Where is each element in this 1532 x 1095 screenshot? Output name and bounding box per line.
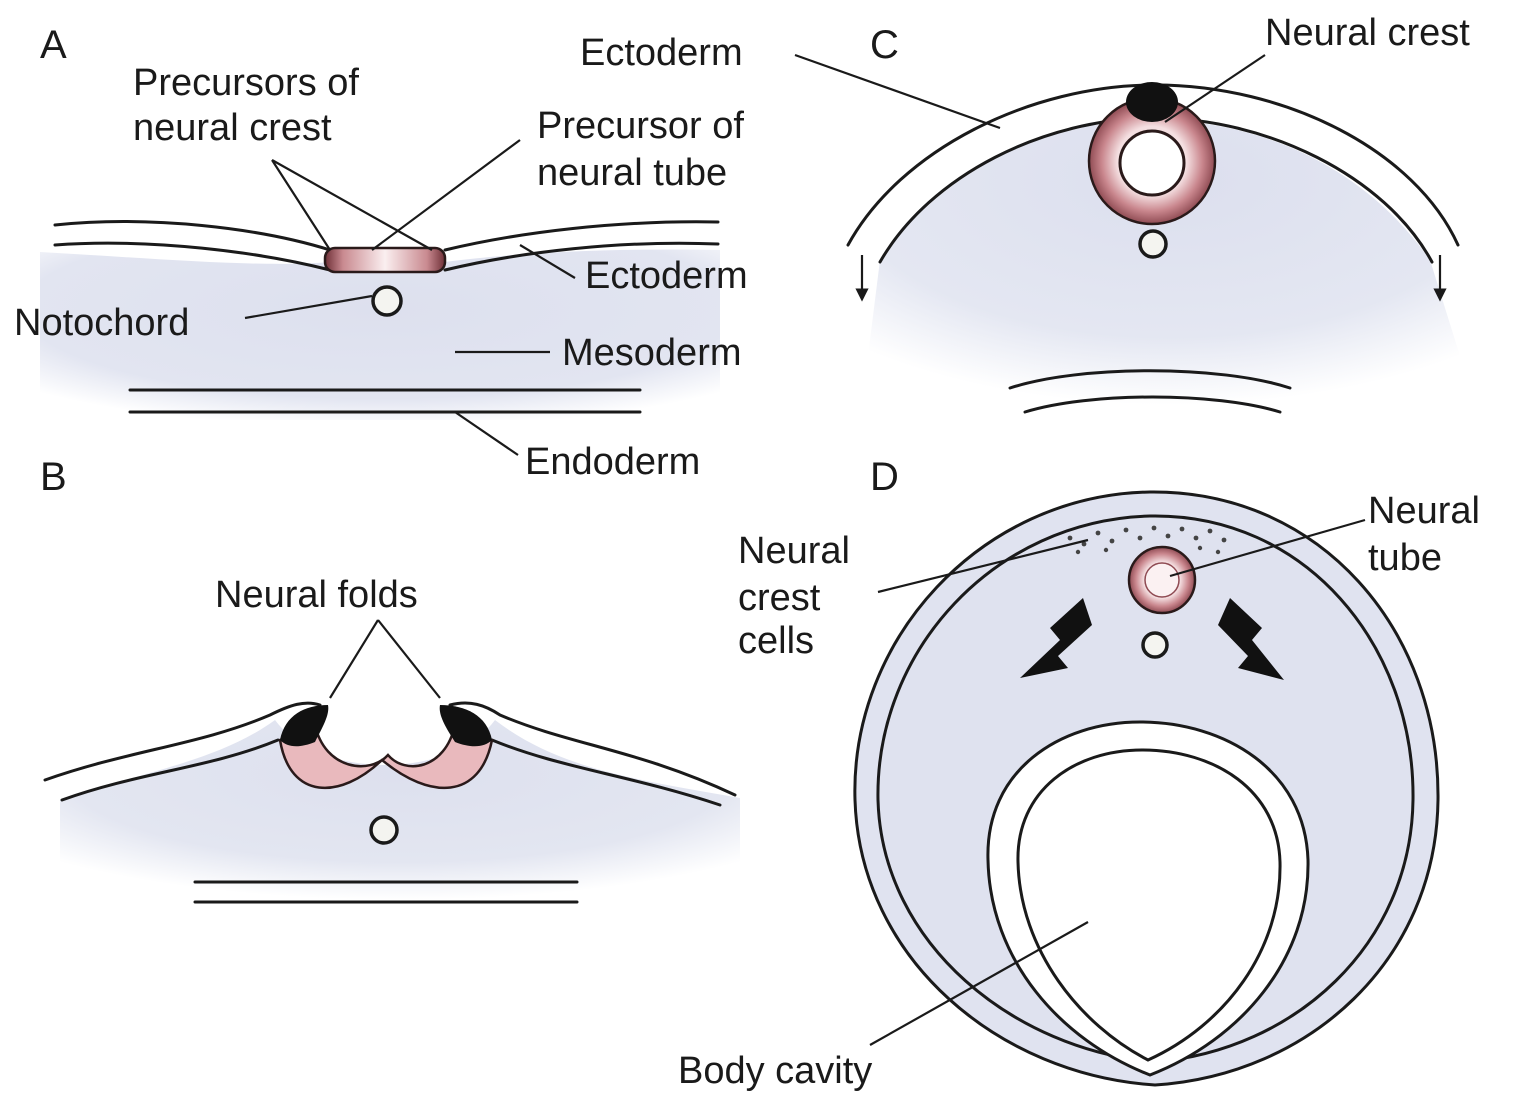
label-neural-crest-cells-2: crest [738, 577, 821, 619]
panel-b: B Neural folds [40, 455, 740, 902]
leader-neural-crest-c [1165, 55, 1265, 122]
label-neural-crest-cells-3: cells [738, 620, 814, 662]
label-precursor-neural-tube-2: neural tube [537, 152, 727, 194]
label-precursors-neural-crest-2: neural crest [133, 107, 332, 149]
label-ectoderm-a: Ectoderm [585, 255, 748, 297]
label-body-cavity: Body cavity [678, 1050, 872, 1092]
neural-tube-c-lumen [1120, 131, 1184, 195]
label-neural-crest-cells-1: Neural [738, 530, 850, 572]
neural-plate [325, 248, 445, 272]
notochord-c [1140, 231, 1166, 257]
label-notochord: Notochord [14, 302, 189, 344]
notochord-a [373, 287, 401, 315]
label-ectoderm-c: Ectoderm [580, 32, 743, 74]
label-neural-tube-d-2: tube [1368, 537, 1442, 579]
label-endoderm: Endoderm [525, 441, 700, 483]
label-precursors-neural-crest-1: Precursors of [133, 62, 359, 104]
panel-d: D Neural crest cells Neural tube Body ca… [678, 455, 1480, 1092]
panel-d-letter: D [870, 455, 899, 499]
neural-tube-d-lumen [1145, 563, 1179, 597]
label-neural-folds: Neural folds [215, 574, 418, 616]
neural-crest-c [1126, 82, 1178, 122]
panel-c-letter: C [870, 23, 899, 67]
label-neural-crest-c: Neural crest [1265, 12, 1470, 54]
label-mesoderm: Mesoderm [562, 332, 742, 374]
leader-precursor-neural-tube [372, 140, 520, 250]
notochord-d [1143, 633, 1167, 657]
notochord-b [371, 817, 397, 843]
leader-neural-folds [330, 620, 440, 698]
panel-a-letter: A [40, 23, 67, 67]
neural-fold-right [440, 705, 492, 746]
panel-b-letter: B [40, 455, 67, 499]
leader-precursors-neural-crest [272, 160, 432, 250]
panel-a: A Precursors of neural crest Precursor o… [14, 23, 748, 483]
label-precursor-neural-tube-1: Precursor of [537, 105, 744, 147]
label-neural-tube-d-1: Neural [1368, 490, 1480, 532]
